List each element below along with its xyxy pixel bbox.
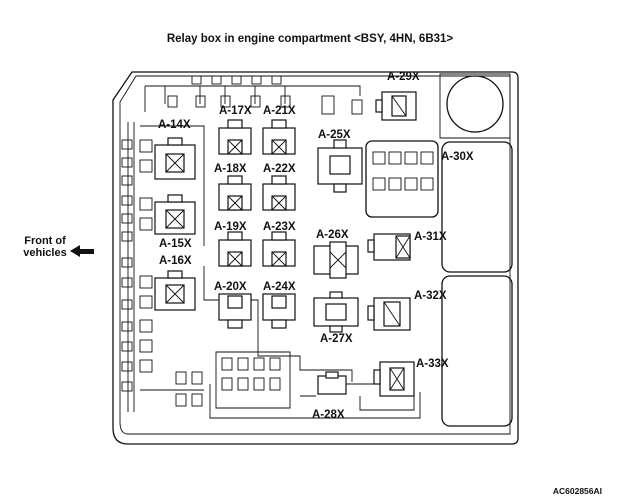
label-a27x: A-27X xyxy=(320,333,353,345)
a25x-relay xyxy=(317,139,363,193)
a27x-relay xyxy=(313,291,359,333)
label-a23x: A-23X xyxy=(263,221,296,233)
bottom-fuse-block xyxy=(175,351,291,409)
label-a28x: A-28X xyxy=(312,409,345,421)
left-terminal-column xyxy=(121,139,153,392)
a15x-relay xyxy=(154,194,196,235)
label-a16x: A-16X xyxy=(159,255,192,267)
diagram-title: Relay box in engine compartment <BSY, 4H… xyxy=(166,33,454,45)
label-a17x: A-17X xyxy=(219,105,252,117)
relay-box-housing xyxy=(112,71,519,445)
figure-code: AC602856AI xyxy=(552,486,602,496)
fusible-link-housing xyxy=(439,73,511,139)
label-a26x: A-26X xyxy=(316,229,349,241)
a30x-connector-block xyxy=(365,140,439,218)
front-label-line-2: vehicles xyxy=(23,247,67,259)
top-fuse-row xyxy=(167,75,363,115)
label-a22x: A-22X xyxy=(263,163,296,175)
front-direction-arrow-icon xyxy=(70,245,94,257)
label-a33x: A-33X xyxy=(416,358,449,370)
label-a32x: A-32X xyxy=(414,290,447,302)
front-label-line-1: Front of xyxy=(24,235,66,247)
label-a18x: A-18X xyxy=(214,163,247,175)
a23x-relay xyxy=(262,231,296,267)
label-a15x: A-15X xyxy=(159,238,192,250)
a16x-relay xyxy=(154,270,196,311)
internal-wiring xyxy=(209,383,421,419)
round-fusible-link xyxy=(446,75,504,133)
a26x-relay xyxy=(313,241,359,279)
label-a30x: A-30X xyxy=(441,151,474,163)
right-section-upper xyxy=(441,141,513,273)
a31x-relay xyxy=(367,233,411,261)
a21x-relay xyxy=(262,119,296,155)
right-section-lower xyxy=(441,275,513,427)
front-of-vehicles-label: Front of vehicles xyxy=(14,235,76,259)
a30x-terminals xyxy=(372,151,434,191)
relay-grid xyxy=(218,119,296,329)
top-wiring-rail xyxy=(144,85,361,112)
a20x-relay xyxy=(218,293,252,329)
label-a25x: A-25X xyxy=(318,129,351,141)
a22x-relay xyxy=(262,175,296,211)
a29x-relay xyxy=(375,91,417,121)
label-a31x: A-31X xyxy=(414,231,447,243)
a17x-relay xyxy=(218,119,252,155)
label-a20x: A-20X xyxy=(214,281,247,293)
a33x-relay xyxy=(373,361,415,397)
label-a21x: A-21X xyxy=(263,105,296,117)
label-a14x: A-14X xyxy=(158,119,191,131)
a28x-connector xyxy=(317,371,347,395)
a32x-relay xyxy=(367,297,411,331)
housing-inner-wall xyxy=(119,75,511,435)
a19x-relay xyxy=(218,231,252,267)
label-a29x: A-29X xyxy=(387,71,420,83)
connector-labels: A-14X A-15X A-16X A-17X A-18X A-19X A-20… xyxy=(158,71,474,421)
a18x-relay xyxy=(218,175,252,211)
a24x-relay xyxy=(262,293,296,329)
label-a19x: A-19X xyxy=(214,221,247,233)
a14x-relay xyxy=(154,137,196,180)
label-a24x: A-24X xyxy=(263,281,296,293)
